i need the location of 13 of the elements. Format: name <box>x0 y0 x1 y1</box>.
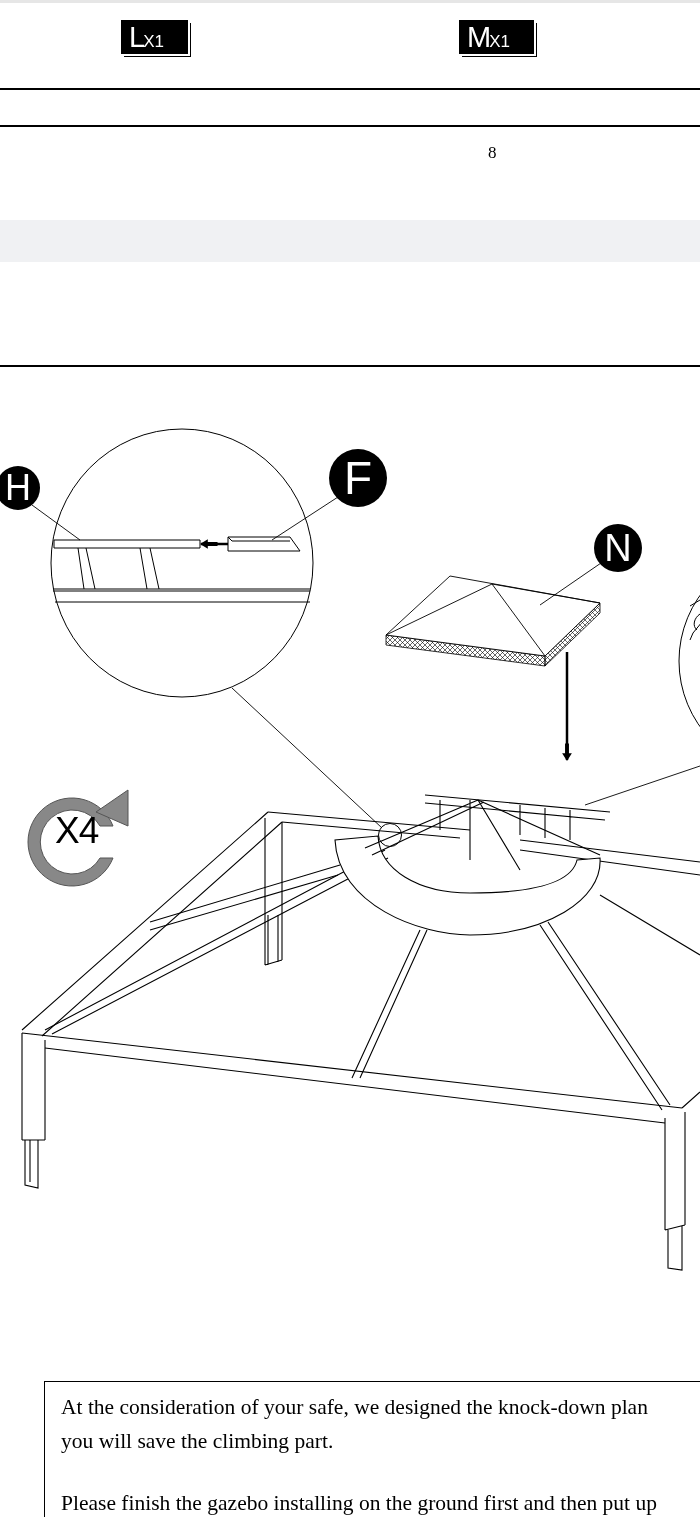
instruction-text: At the consideration of your safe, we designed the knock-down plan <box>61 1394 648 1420</box>
leader-line <box>584 765 700 806</box>
callout-letter: N <box>594 524 642 572</box>
leader-line <box>271 496 339 541</box>
instruction-text: you will save the climbing part. <box>61 1428 334 1454</box>
page-number: 8 <box>488 143 497 163</box>
leader-line <box>231 687 383 829</box>
leader-line <box>31 504 81 541</box>
callout-letter: F <box>329 449 387 507</box>
leader-line <box>539 562 602 606</box>
instruction-text: Please finish the gazebo installing on the ground first and then put up <box>61 1490 657 1516</box>
quantity-label: X4 <box>55 811 99 851</box>
callout-letter: H <box>0 466 40 510</box>
